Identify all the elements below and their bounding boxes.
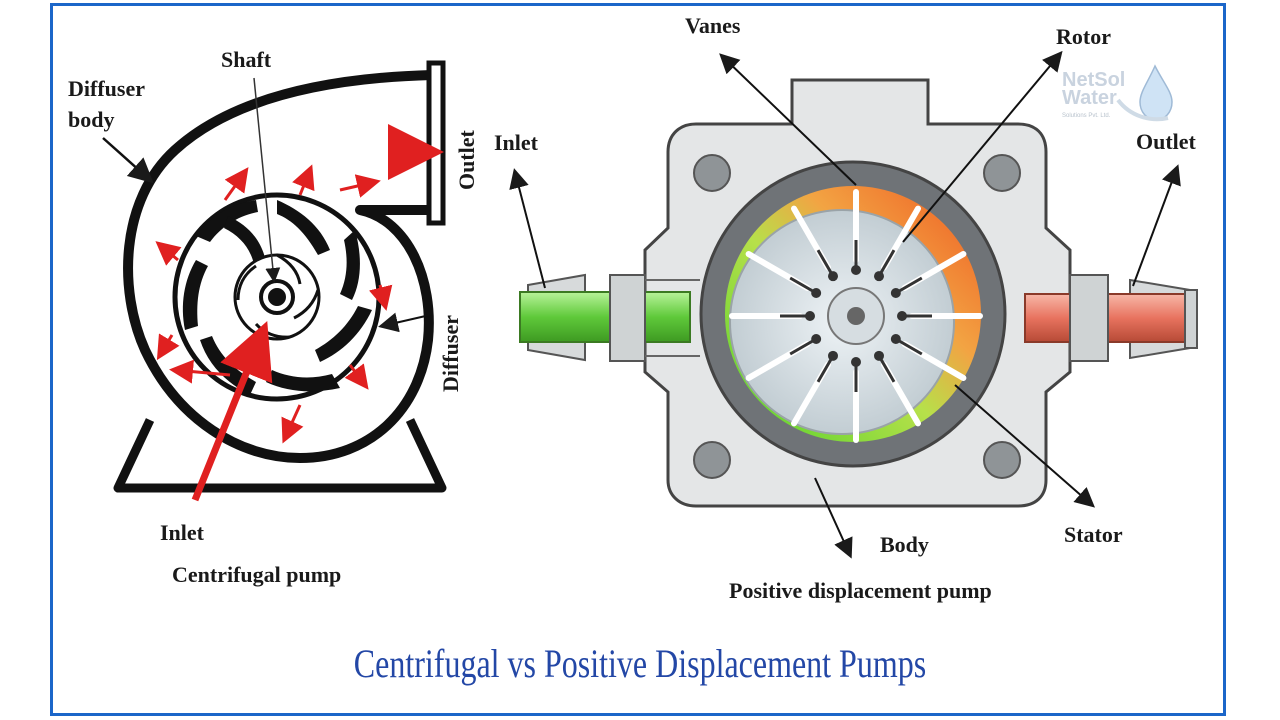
vane-slot xyxy=(816,249,835,277)
vane-slot xyxy=(895,337,923,356)
vane-slot xyxy=(789,337,817,356)
centrifugal-pump: Diffuser body Shaft Outlet Diffuser Inle… xyxy=(68,47,479,587)
page-title: Centrifugal vs Positive Displacement Pum… xyxy=(353,641,927,686)
vane-pivot xyxy=(805,311,815,321)
label-rotor: Rotor xyxy=(1056,24,1111,49)
vane-pivot xyxy=(890,288,901,298)
vane-pivot xyxy=(811,334,822,344)
label-shaft: Shaft xyxy=(221,47,272,72)
diffuser-body-casing xyxy=(123,70,434,463)
vane-pivot xyxy=(828,271,838,282)
label-diffuser-body-line2: body xyxy=(68,107,114,132)
impeller-blades xyxy=(182,200,372,395)
label-vanes: Vanes xyxy=(685,13,741,38)
label-stator: Stator xyxy=(1064,522,1123,547)
vane-slot xyxy=(895,276,923,295)
logo-title-line1: NetSol xyxy=(1062,69,1125,91)
label-outlet-pd: Outlet xyxy=(1136,129,1197,154)
label-outlet-centrifugal: Outlet xyxy=(454,129,479,190)
vane-slots xyxy=(780,240,932,392)
netsol-water-logo: NetSol Water Solutions Pvt. Ltd. xyxy=(1062,64,1173,122)
vane-pivot xyxy=(897,311,907,321)
outlet-pipe xyxy=(1024,274,1198,362)
vane-slot xyxy=(877,249,896,277)
vane-pivot xyxy=(874,271,884,282)
logo-title-line2: Water xyxy=(1062,87,1117,109)
vane-pivot xyxy=(890,334,901,344)
label-body: Body xyxy=(880,532,929,557)
pump-base xyxy=(113,418,447,493)
vane-slot xyxy=(877,355,896,383)
inlet-flow-arrow xyxy=(191,321,273,502)
label-diffuser: Diffuser xyxy=(438,315,463,392)
vane-slot xyxy=(816,355,835,383)
outlet-flange xyxy=(426,60,446,226)
caption-positive-displacement-pump: Positive displacement pump xyxy=(729,578,992,603)
body-bolts xyxy=(693,154,1021,479)
vane-pivot xyxy=(874,350,884,361)
vane-pivot xyxy=(828,350,838,361)
positive-displacement-pump: Vanes Rotor Inlet Outlet Body Stator Pos… xyxy=(494,13,1198,603)
vane-pivot xyxy=(851,357,861,367)
label-inlet-centrifugal: Inlet xyxy=(160,520,205,545)
vane-pivot xyxy=(851,265,861,275)
inlet-pipe xyxy=(519,273,700,362)
caption-centrifugal-pump: Centrifugal pump xyxy=(172,562,341,587)
label-diffuser-body-line1: Diffuser xyxy=(68,76,145,101)
label-inlet-pd: Inlet xyxy=(494,130,539,155)
logo-subtitle: Solutions Pvt. Ltd. xyxy=(1062,113,1111,119)
vane-pivot xyxy=(811,288,822,298)
water-drop-icon xyxy=(1139,64,1173,121)
vane-slot xyxy=(789,276,817,295)
